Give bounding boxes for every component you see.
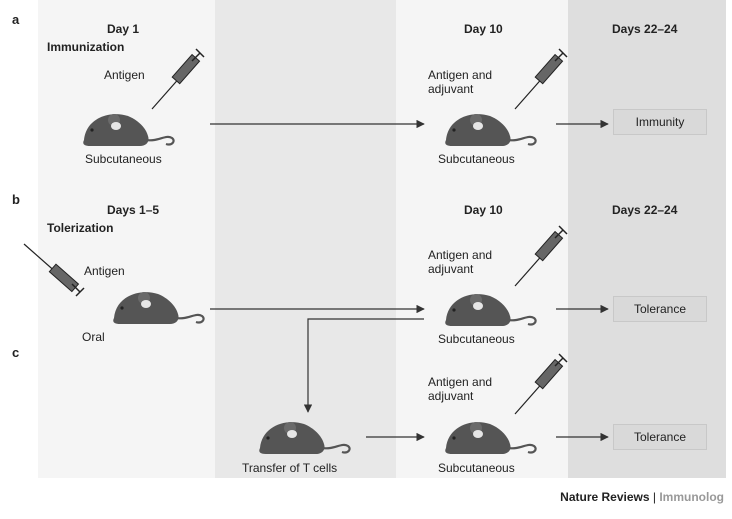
row-a-syringe-left — [151, 48, 205, 110]
row-a-antigen-label: Antigen — [104, 68, 145, 82]
row-c-result-box: Tolerance — [613, 424, 707, 450]
panel-label-a: a — [12, 12, 20, 27]
row-a-syringe-mid — [514, 48, 568, 110]
row-c-adjuvant-label: Antigen and adjuvant — [428, 375, 493, 403]
row-b-mouse-left — [112, 290, 205, 326]
transfer-arrow — [303, 318, 424, 413]
row-a-day-right: Days 22–24 — [612, 22, 678, 36]
panel-label-b: b — [12, 192, 20, 207]
row-a-route-left: Subcutaneous — [85, 152, 162, 166]
row-a-route-mid: Subcutaneous — [438, 152, 515, 166]
row-b-syringe-mid — [514, 225, 568, 287]
row-a-day-mid: Day 10 — [464, 22, 503, 36]
row-a-mouse-mid — [444, 112, 537, 148]
row-b-day-right: Days 22–24 — [612, 203, 678, 217]
row-b-result-box: Tolerance — [613, 296, 707, 322]
journal-name: Nature Reviews — [560, 490, 650, 504]
row-b-day-left: Days 1–5 — [107, 203, 160, 217]
journal-separator: | — [649, 490, 660, 504]
row-b-route-mid: Subcutaneous — [438, 332, 515, 346]
row-c-syringe-mid — [514, 353, 568, 415]
row-a-procedure: Immunization — [47, 40, 125, 54]
panel-label-c: c — [12, 345, 20, 360]
row-b-procedure: Tolerization — [47, 221, 114, 235]
timeline-band-day1 — [38, 0, 215, 478]
row-b-antigen-label: Antigen — [84, 264, 125, 278]
journal-section: Immunolog — [659, 490, 724, 504]
row-a-adjuvant-label: Antigen and adjuvant — [428, 68, 493, 96]
row-c-mouse-mid — [444, 420, 537, 456]
row-a-result-box: Immunity — [613, 109, 707, 135]
row-b-route-left: Oral — [82, 330, 105, 344]
row-c-route-mid: Subcutaneous — [438, 461, 515, 475]
row-b-adjuvant-label: Antigen and adjuvant — [428, 248, 493, 276]
timeline-band-day22 — [568, 0, 726, 478]
row-b-syringe-left — [23, 243, 85, 297]
row-c-transfer-label: Transfer of T cells — [242, 461, 338, 475]
row-b-day-mid: Day 10 — [464, 203, 503, 217]
row-a-day-left: Day 1 — [107, 22, 140, 36]
timeline-band-transfer — [215, 0, 396, 478]
journal-credit: Nature Reviews | Immunolog — [560, 490, 724, 504]
row-a-mouse-left — [82, 112, 175, 148]
row-c-mouse-transfer — [258, 420, 351, 456]
row-b-mouse-mid — [444, 292, 537, 328]
